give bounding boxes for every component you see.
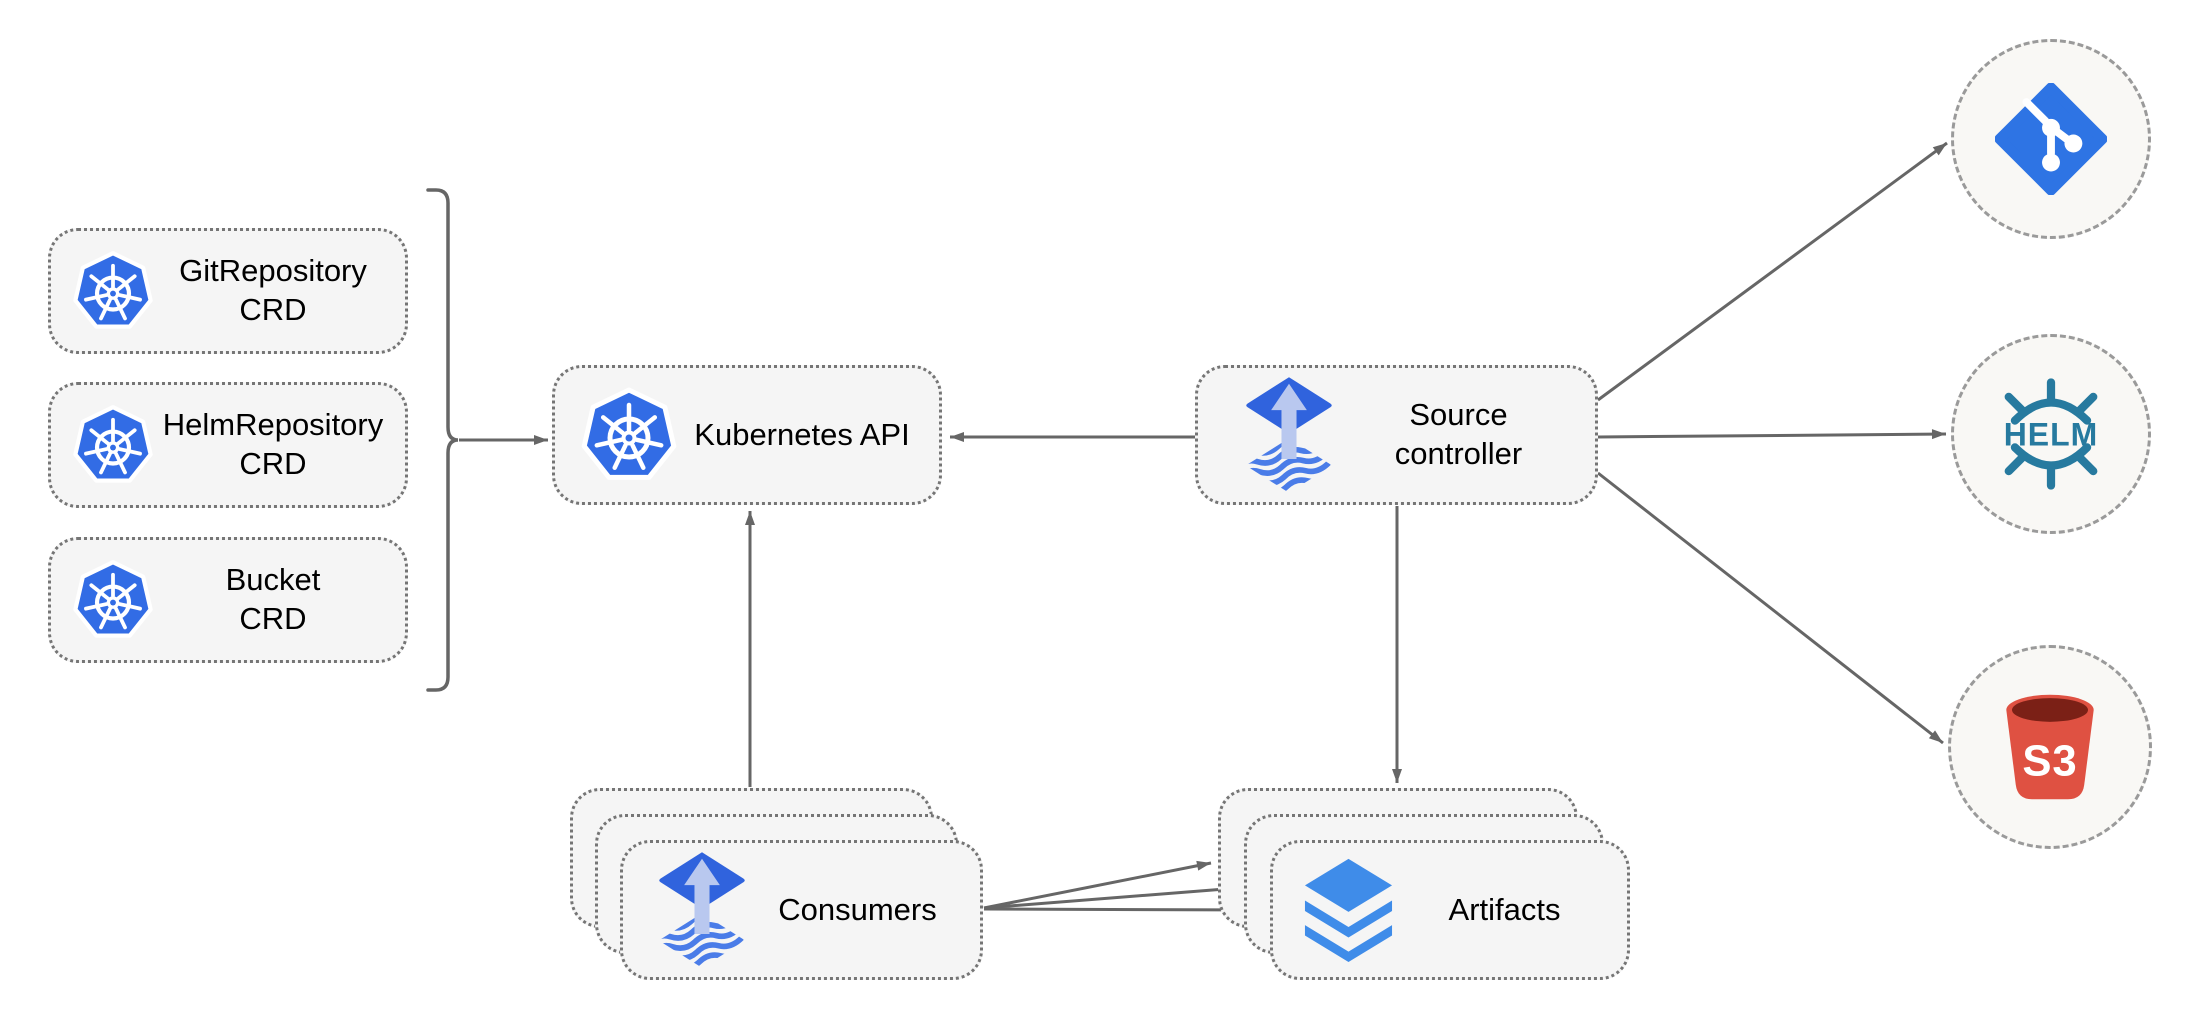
edge-consumers-to-artifacts-back xyxy=(983,860,1212,910)
source-label-line2: controller xyxy=(1394,436,1523,471)
helmrepository-crd-node: HelmRepository CRD xyxy=(48,382,408,508)
source-controller-node: Source controller xyxy=(1195,365,1598,505)
crd-label-line2: CRD xyxy=(239,446,307,481)
node-label: Kubernetes API xyxy=(694,416,910,452)
edge-source-to-s3 xyxy=(1597,471,1944,745)
git-icon xyxy=(1995,83,2107,195)
helm-label: HELM xyxy=(2004,416,2099,452)
flux-up-arrow xyxy=(684,858,720,934)
kubernetes-wheel xyxy=(84,263,142,321)
crd-label-line2: CRD xyxy=(239,292,307,327)
consumers-node: Consumers xyxy=(620,840,983,980)
node-label: Artifacts xyxy=(1448,891,1561,927)
kubernetes-icon xyxy=(581,387,677,480)
helm-icon: HELM xyxy=(2004,378,2099,490)
edge-source-to-helm xyxy=(1597,429,1947,440)
artifacts-node: Artifacts xyxy=(1270,840,1630,980)
s3-bucket-body xyxy=(2006,694,2094,800)
flux-source-controller-icon xyxy=(658,852,746,968)
crd-label-line1: HelmRepository xyxy=(162,407,384,443)
node-label: GitRepository CRD xyxy=(155,252,405,330)
git-circle-node xyxy=(1951,39,2151,239)
flux-up-arrow xyxy=(1271,383,1307,459)
gitrepository-crd-node: GitRepository CRD xyxy=(48,228,408,354)
crd-label-line1: Bucket xyxy=(225,562,321,598)
s3-label: S3 xyxy=(2022,737,2077,786)
edge-source-to-git xyxy=(1597,141,1948,402)
edge-consumers-to-artifacts-middle xyxy=(983,884,1239,910)
node-label: Consumers xyxy=(778,891,937,927)
flux-source-controller-icon xyxy=(1245,377,1333,493)
bucket-crd-node: Bucket CRD xyxy=(48,537,408,663)
node-label: HelmRepository CRD xyxy=(155,406,405,484)
s3-bucket-rim xyxy=(2012,698,2088,722)
helm-wheel xyxy=(2004,378,2098,490)
kubernetes-wheel xyxy=(84,417,142,475)
kubernetes-icon xyxy=(73,251,153,329)
crd-label-line1: GitRepository xyxy=(179,253,367,289)
node-label: Source controller xyxy=(1336,396,1595,474)
kubernetes-icon xyxy=(73,405,153,483)
s3-circle-node: S3 xyxy=(1948,645,2152,849)
helm-circle-node: HELM xyxy=(1951,334,2151,534)
kubernetes-api-node: Kubernetes API xyxy=(552,365,942,505)
source-label-line1: Source xyxy=(1409,397,1508,433)
node-label: Bucket CRD xyxy=(155,561,405,639)
kubernetes-wheel xyxy=(84,572,142,630)
layers-icon xyxy=(1304,858,1393,963)
s3-bucket-icon: S3 xyxy=(2006,694,2094,800)
kubernetes-wheel xyxy=(594,402,664,470)
kubernetes-icon xyxy=(73,560,153,638)
crd-label-line2: CRD xyxy=(239,601,307,636)
crd-group-bracket xyxy=(426,188,459,692)
git-branch-glyph xyxy=(2022,98,2071,158)
